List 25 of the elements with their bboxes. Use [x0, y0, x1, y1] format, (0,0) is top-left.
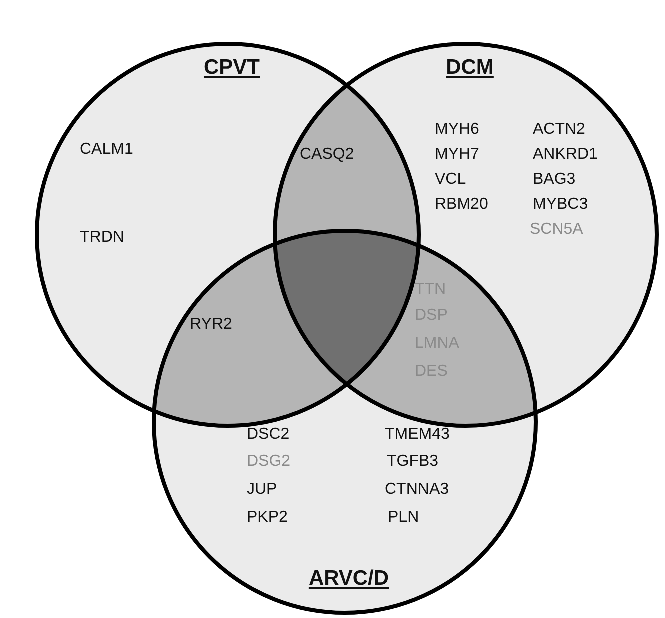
gene-label: CTNNA3 — [385, 481, 450, 499]
gene-label: PLN — [388, 509, 420, 527]
gene-label: VCL — [435, 171, 466, 189]
gene-label: MYH7 — [435, 146, 480, 164]
gene-label: DSG2 — [247, 453, 291, 471]
gene-label: MYH6 — [435, 121, 480, 139]
gene-label: RYR2 — [190, 316, 232, 334]
set-title: ARVC/D — [308, 567, 390, 591]
set-title: CPVT — [204, 56, 260, 80]
set-circle — [273, 42, 659, 428]
gene-label: JUP — [247, 481, 278, 499]
gene-label: TGFB3 — [387, 453, 439, 471]
gene-label: MYBC3 — [533, 196, 588, 214]
gene-label: ANKRD1 — [533, 146, 598, 164]
gene-label: SCN5A — [530, 221, 584, 239]
gene-label: RBM20 — [435, 196, 488, 214]
gene-label: CALM1 — [80, 141, 134, 159]
gene-label: TMEM43 — [385, 426, 450, 444]
gene-label: BAG3 — [533, 171, 576, 189]
gene-label: ACTN2 — [533, 121, 586, 139]
gene-label: PKP2 — [247, 509, 288, 527]
gene-label: DSC2 — [247, 426, 290, 444]
gene-label: TRDN — [80, 229, 124, 247]
gene-label: CASQ2 — [300, 146, 354, 164]
set-title: DCM — [446, 56, 494, 80]
